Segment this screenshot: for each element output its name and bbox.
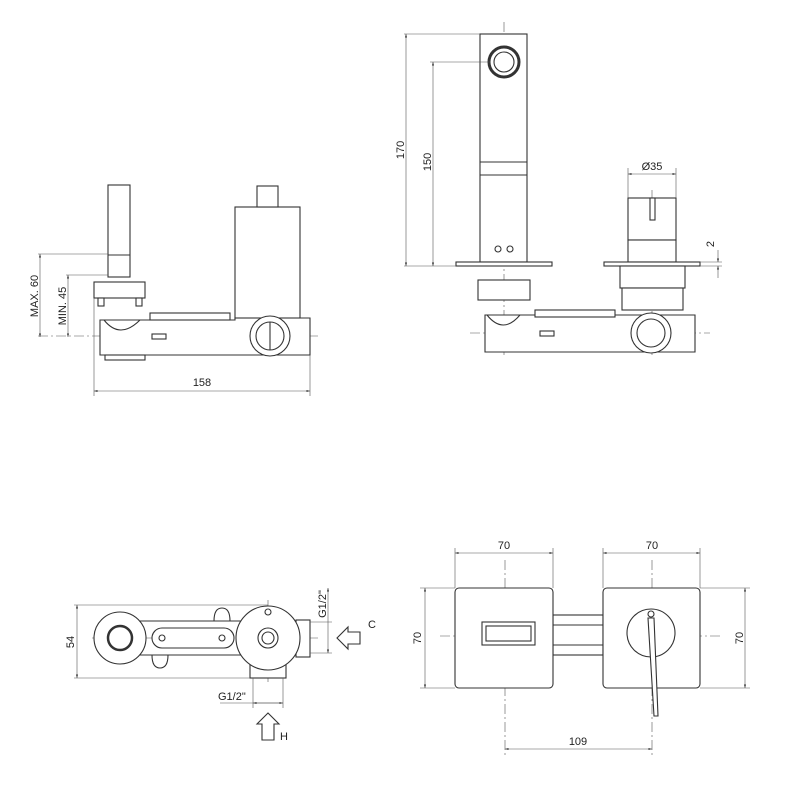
- label-hot: H: [280, 731, 288, 743]
- dim-width-158: 158: [193, 377, 211, 389]
- dim-handle-diameter: Ø35: [642, 161, 663, 173]
- dim-plate-right-width: 70: [646, 540, 658, 552]
- dim-plate-left-width: 70: [498, 540, 510, 552]
- hot-inlet-arrow-icon: [255, 712, 281, 741]
- dim-hot-thread: G1/2": [218, 691, 246, 703]
- label-cold: C: [368, 619, 376, 631]
- dim-min-45: MIN. 45: [57, 287, 69, 326]
- side-view: MAX. 60 MIN. 45 158: [29, 184, 318, 396]
- cold-inlet-arrow-icon: [336, 625, 361, 651]
- assembled-side-view: 170 150 Ø35 2: [395, 22, 722, 355]
- dim-plate-right-height: 70: [734, 632, 746, 644]
- dim-outlet-height-150: 150: [422, 153, 434, 171]
- dim-plate-thickness: 2: [705, 241, 717, 247]
- dim-plate-left-height: 70: [412, 632, 424, 644]
- dim-spout-height-170: 170: [395, 141, 407, 159]
- front-view: 70 70 70 70 109: [412, 540, 750, 755]
- dim-center-distance-109: 109: [569, 736, 587, 748]
- dim-cold-thread: G1/2": [317, 590, 329, 618]
- dim-max-60: MAX. 60: [29, 275, 41, 317]
- top-view: 54 G1/2" C G1/2" H: [65, 588, 376, 743]
- dim-depth-54: 54: [65, 636, 77, 648]
